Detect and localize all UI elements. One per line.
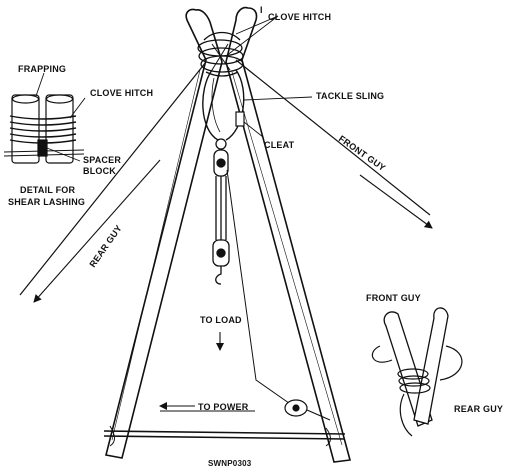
front-guy-line — [235, 59, 431, 216]
inset-front-guy-label: FRONT GUY — [366, 293, 421, 303]
spacer-label-line2: BLOCK — [83, 166, 116, 176]
to-power-label: TO POWER — [198, 402, 249, 412]
cleat-label: CLEAT — [264, 140, 295, 150]
power-arrow — [159, 402, 255, 412]
guy-arrows — [33, 159, 433, 303]
shear-legs — [105, 6, 352, 463]
inset-rear-guy-label: REAR GUY — [454, 404, 503, 414]
to-load-label: TO LOAD — [200, 315, 242, 325]
spar-head-inset — [371, 307, 463, 437]
inset-right-spar — [413, 307, 449, 425]
left-spar — [105, 8, 223, 459]
base-lashing — [103, 425, 346, 447]
clove-hitch-index-label: I — [260, 5, 263, 15]
spacer-label-line1: SPACER — [83, 155, 121, 165]
guy-lines — [19, 59, 431, 296]
detail-caption-line2: SHEAR LASHING — [8, 197, 85, 207]
detail-caption-line1: DETAIL FOR — [20, 185, 75, 195]
figure-id-label: SWNP0303 — [208, 459, 252, 468]
frapping-label: FRAPPING — [18, 64, 66, 74]
front-guy-label: FRONT GUY — [337, 133, 388, 173]
tackle-sling — [202, 69, 245, 141]
block-and-tackle — [212, 138, 297, 409]
cleat — [235, 111, 245, 127]
right-spar — [225, 6, 352, 463]
snatch-block — [284, 399, 331, 421]
shear-lashing — [197, 31, 244, 77]
tackle-sling-label: TACKLE SLING — [316, 91, 384, 101]
rear-guy-label: REAR GUY — [87, 223, 123, 269]
leader-lines — [35, 15, 313, 162]
shear-lashing-detail — [3, 94, 85, 164]
clove-hitch-top-label: CLOVE HITCH — [268, 12, 331, 22]
clove-hitch-detail-label: CLOVE HITCH — [90, 88, 153, 98]
rear-guy-line — [19, 61, 207, 296]
